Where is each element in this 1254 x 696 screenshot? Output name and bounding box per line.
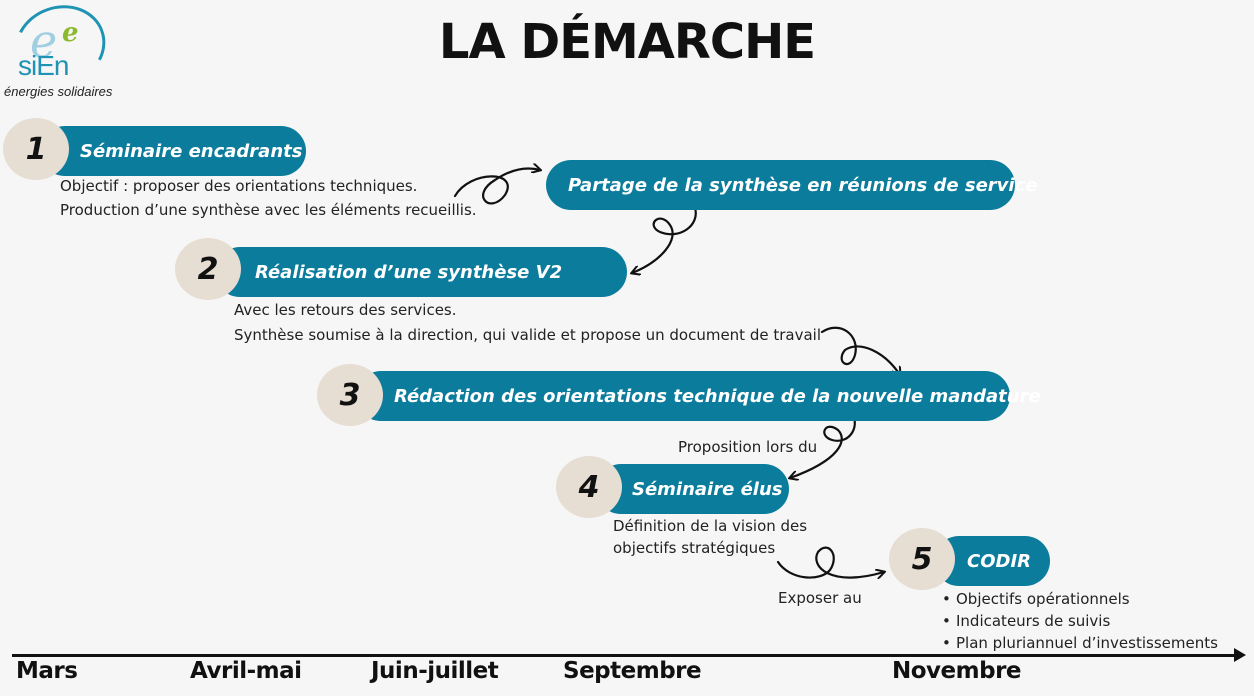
step-4-number: 4: [556, 456, 622, 518]
step-5-bullet: Indicateurs de suivis: [942, 610, 1218, 632]
sien-logo: e e siEn énergies solidaires: [3, 0, 122, 100]
step-4-pill: Séminaire élus: [596, 464, 789, 514]
step-1-number: 1: [3, 118, 69, 180]
step-2-number: 2: [175, 238, 241, 300]
step-2-description-line-1: Avec les retours des services.: [234, 301, 457, 319]
timeline-month: Avril-mai: [190, 658, 302, 684]
step-3-pill: Rédaction des orientations technique de …: [356, 371, 1041, 421]
step-4-description-line-2: objectifs stratégiques: [613, 539, 776, 557]
step-1-pill: Séminaire encadrants: [40, 126, 306, 176]
step-5-label: CODIR: [967, 550, 1032, 572]
step-3-number: 3: [317, 364, 383, 426]
step-2-label: Réalisation d’une synthèse V2: [255, 261, 563, 283]
step-4-note: Exposer au: [778, 589, 862, 607]
step-3-label: Rédaction des orientations technique de …: [394, 385, 1041, 407]
step-1-description-line-1: Objectif : proposer des orientations tec…: [60, 177, 418, 195]
timeline-month: Juin-juillet: [371, 658, 499, 684]
step-5-bullet: Objectifs opérationnels: [942, 588, 1218, 610]
arrow-4-to-5: [776, 546, 884, 578]
step-2-pill: Réalisation d’une synthèse V2: [215, 247, 627, 297]
page-title: LA DÉMARCHE: [438, 14, 816, 70]
step-2-description-line-2: Synthèse soumise à la direction, qui val…: [234, 326, 821, 344]
timeline-month: Mars: [16, 658, 78, 684]
logo-word: siEn: [18, 50, 69, 81]
arrow-2-to-3: [820, 326, 900, 375]
timeline-month: Septembre: [563, 658, 702, 684]
arrow-3-to-4: [790, 408, 856, 478]
logo-tagline: énergies solidaires: [4, 84, 113, 99]
step-3-note: Proposition lors du: [678, 438, 818, 456]
step-5-number: 5: [889, 528, 955, 590]
step-5-bullet: Plan pluriannuel d’investissements: [942, 632, 1218, 654]
arrow-share-to-2: [632, 206, 697, 273]
timeline-month: Novembre: [892, 658, 1022, 684]
arrow-1-to-share: [453, 168, 540, 205]
step-4-label: Séminaire élus: [632, 478, 783, 500]
step-1-label: Séminaire encadrants: [80, 140, 303, 162]
step-5-bullet-list: Objectifs opérationnels Indicateurs de s…: [942, 588, 1218, 654]
logo-letter-small: e: [62, 18, 79, 48]
timeline-arrowhead: [1234, 648, 1246, 662]
timeline-axis: [12, 654, 1236, 657]
share-synthesis-pill: Partage de la synthèse en réunions de se…: [546, 160, 1037, 210]
share-synthesis-label: Partage de la synthèse en réunions de se…: [568, 174, 1038, 196]
step-4-description-line-1: Définition de la vision des: [613, 517, 808, 535]
logo-letter-big: e: [30, 14, 58, 68]
step-1-description-line-2: Production d’une synthèse avec les éléme…: [60, 201, 477, 219]
